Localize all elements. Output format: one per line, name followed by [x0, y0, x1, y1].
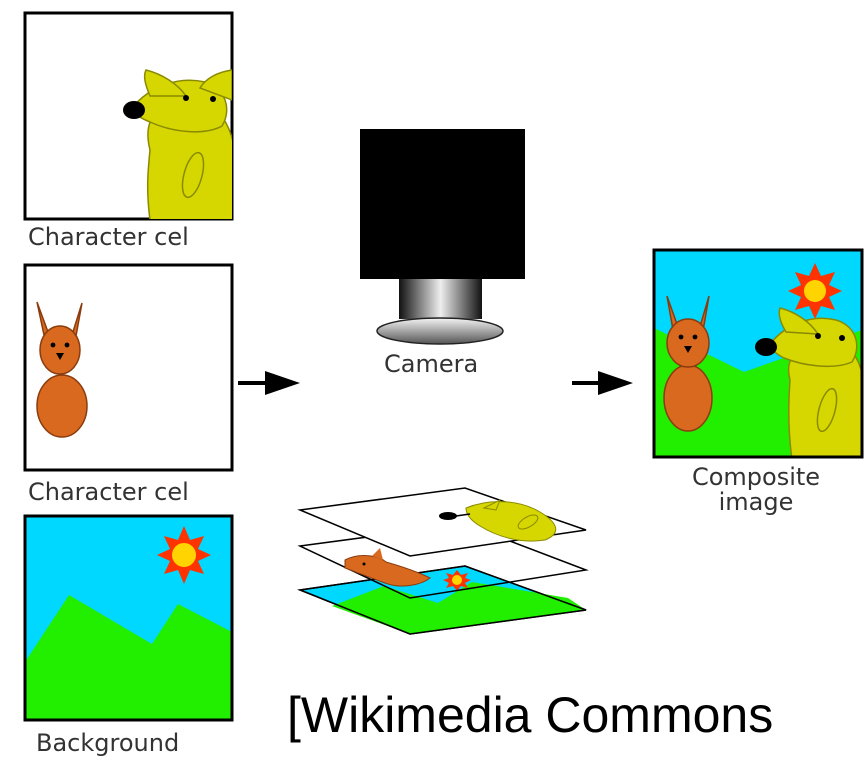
arrow-right-icon: [572, 371, 633, 395]
background-layer: [297, 565, 587, 635]
top-layer: [297, 487, 587, 557]
sun-icon: [157, 526, 211, 584]
yellow-character-icon: [123, 69, 232, 219]
background-label: Background: [36, 729, 180, 757]
sun-icon: [788, 263, 842, 319]
character-cel-label: Character cel: [28, 223, 189, 251]
background-panel: [23, 514, 234, 722]
stacked-layers-illustration: [297, 487, 589, 635]
yellow-character-icon: [755, 307, 862, 457]
orange-character-icon: [663, 295, 713, 432]
character-cel-top: [23, 11, 234, 221]
composite-label: Composite: [691, 463, 821, 491]
source-credit: [Wikimedia Commons: [287, 687, 774, 743]
composite-image: [652, 248, 864, 459]
camera-icon: [360, 129, 525, 345]
composite-label: image: [718, 488, 794, 516]
arrow-right-icon: [238, 371, 300, 395]
character-cel-label: Character cel: [28, 478, 189, 506]
camera-label: Camera: [384, 350, 479, 378]
character-cel-middle: [23, 263, 234, 472]
orange-character-icon: [36, 301, 88, 438]
